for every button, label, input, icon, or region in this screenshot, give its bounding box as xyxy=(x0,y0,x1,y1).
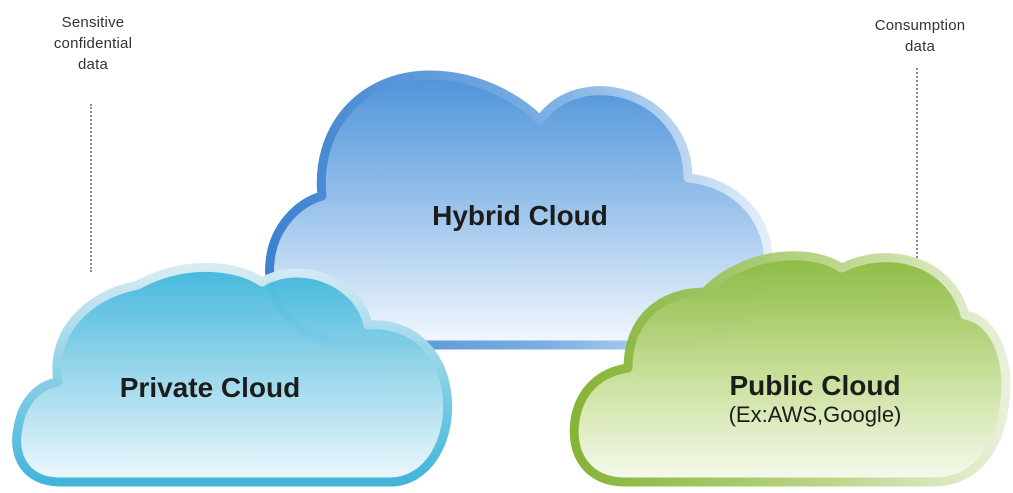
public-cloud-subtitle: (Ex:AWS,Google) xyxy=(728,402,902,427)
caption-consumption-data: Consumption data xyxy=(852,15,988,57)
caption-line: confidential xyxy=(53,35,133,52)
caption-sensitive-data: Sensitive confidential data xyxy=(34,12,152,75)
public-cloud-label: Public Cloud (Ex:AWS,Google) xyxy=(665,370,965,428)
private-cloud-title: Private Cloud xyxy=(119,372,301,403)
private-cloud-shape xyxy=(12,262,453,487)
public-cloud-title: Public Cloud xyxy=(729,370,901,401)
caption-line: Consumption xyxy=(874,17,966,34)
public-cloud xyxy=(569,251,1011,487)
private-cloud xyxy=(12,262,453,487)
hybrid-cloud-title: Hybrid Cloud xyxy=(432,200,608,231)
hybrid-cloud-label: Hybrid Cloud xyxy=(380,200,660,232)
hybrid-cloud xyxy=(265,70,773,350)
dotted-connector-left xyxy=(90,104,92,272)
caption-line: data xyxy=(78,56,108,73)
private-cloud-label: Private Cloud xyxy=(70,372,350,404)
caption-line: data xyxy=(905,38,935,55)
dotted-connector-right xyxy=(916,68,918,258)
public-cloud-shape xyxy=(569,251,1011,487)
hybrid-cloud-shape xyxy=(265,70,773,350)
caption-line: Sensitive xyxy=(61,14,125,31)
